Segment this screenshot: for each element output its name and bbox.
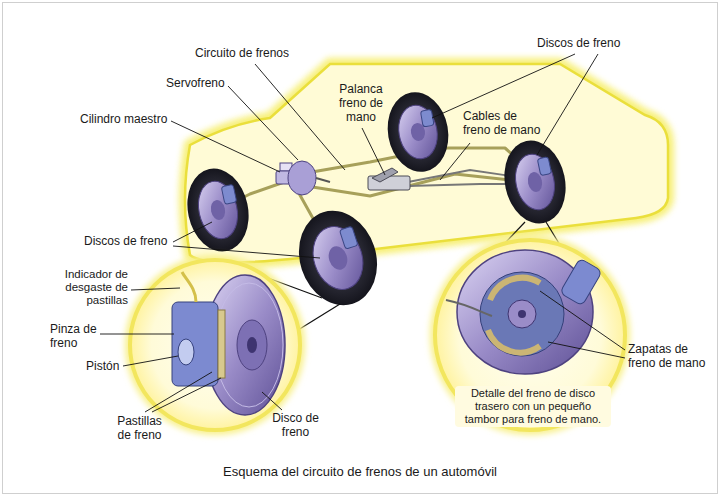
front-brake-inset <box>182 272 196 302</box>
front-brake-inset <box>130 260 300 430</box>
front-brake-inset <box>247 337 257 353</box>
part-label: Detalle del freno de disco trasero con u… <box>455 386 611 427</box>
inset-connector <box>298 304 340 330</box>
wheel <box>221 184 236 204</box>
rear-brake-inset <box>508 300 536 328</box>
car-body <box>185 64 668 262</box>
wheel <box>180 163 256 258</box>
leader-lines <box>362 128 385 175</box>
front-brake-inset <box>237 320 267 370</box>
part-label: Pinza de freno <box>50 323 105 351</box>
rear-brake-inset <box>446 300 492 316</box>
master-cylinder <box>288 161 316 195</box>
master-cylinder <box>276 161 330 195</box>
leader-lines <box>123 356 178 366</box>
front-brake-inset <box>178 339 194 365</box>
part-label: Circuito de frenos <box>195 47 315 61</box>
wheel <box>287 201 389 316</box>
wheel <box>180 163 256 258</box>
car-body <box>185 64 668 262</box>
figure-caption: Esquema del circuito de frenos de un aut… <box>0 464 720 479</box>
leader-lines <box>100 334 174 335</box>
part-label: Palanca freno de mano <box>332 83 390 124</box>
front-brake-inset <box>172 302 218 386</box>
rear-brake-inset <box>518 310 526 318</box>
rear-brake-inset <box>560 258 603 306</box>
leader-lines <box>145 372 212 412</box>
rear-brake-inset <box>490 278 540 300</box>
leader-lines <box>228 86 298 160</box>
wheel <box>511 151 560 214</box>
wheel <box>193 178 242 243</box>
wheel <box>420 109 434 127</box>
part-label: Servofreno <box>166 77 246 91</box>
brake-lines <box>222 134 530 248</box>
part-label: Zapatas de freno de mano <box>628 343 712 371</box>
part-label: Cilindro maestro <box>80 113 180 127</box>
wheel <box>497 135 573 230</box>
part-label: Indicador de desgaste de pastillas <box>60 268 128 308</box>
leader-lines <box>173 222 212 242</box>
part-label: Disco de freno <box>268 412 323 440</box>
figure-frame <box>3 3 718 494</box>
part-label: Cables de freno de mano <box>463 110 544 138</box>
front-brake-inset <box>218 310 225 378</box>
leader-lines <box>173 246 320 258</box>
leader-lines <box>440 143 470 180</box>
part-label: Pastillas de freno <box>112 415 167 443</box>
wheel <box>339 226 358 249</box>
wheel <box>382 87 455 176</box>
wheel <box>287 201 389 316</box>
rear-brake-inset <box>457 250 593 374</box>
rear-brake-inset <box>435 240 625 430</box>
leader-lines <box>255 64 345 170</box>
front-brake-inset <box>130 260 300 430</box>
handbrake-lever <box>368 168 410 190</box>
part-label: Discos de freno <box>537 37 647 51</box>
leader-lines <box>537 54 598 155</box>
front-brake-inset <box>130 260 300 430</box>
wheel <box>382 87 455 176</box>
car-body <box>185 64 668 262</box>
leader-lines <box>262 392 282 410</box>
wheel <box>497 135 573 230</box>
rear-brake-inset <box>480 272 564 356</box>
part-label: Discos de freno <box>84 235 184 249</box>
rear-brake-inset <box>435 240 625 430</box>
leader-lines <box>131 288 180 290</box>
leader-lines <box>152 378 221 412</box>
wheel <box>395 102 442 162</box>
wheel <box>537 157 551 176</box>
leader-lines <box>171 121 280 172</box>
front-brake-inset <box>215 283 283 407</box>
leader-lines <box>432 54 575 118</box>
leader-lines <box>540 291 625 350</box>
rear-brake-inset <box>488 330 540 353</box>
master-cylinder <box>316 178 330 182</box>
part-label: Pistón <box>86 360 136 374</box>
leader-lines <box>548 342 625 358</box>
leader-lines <box>100 54 625 412</box>
rear-brake-inset <box>435 240 625 430</box>
